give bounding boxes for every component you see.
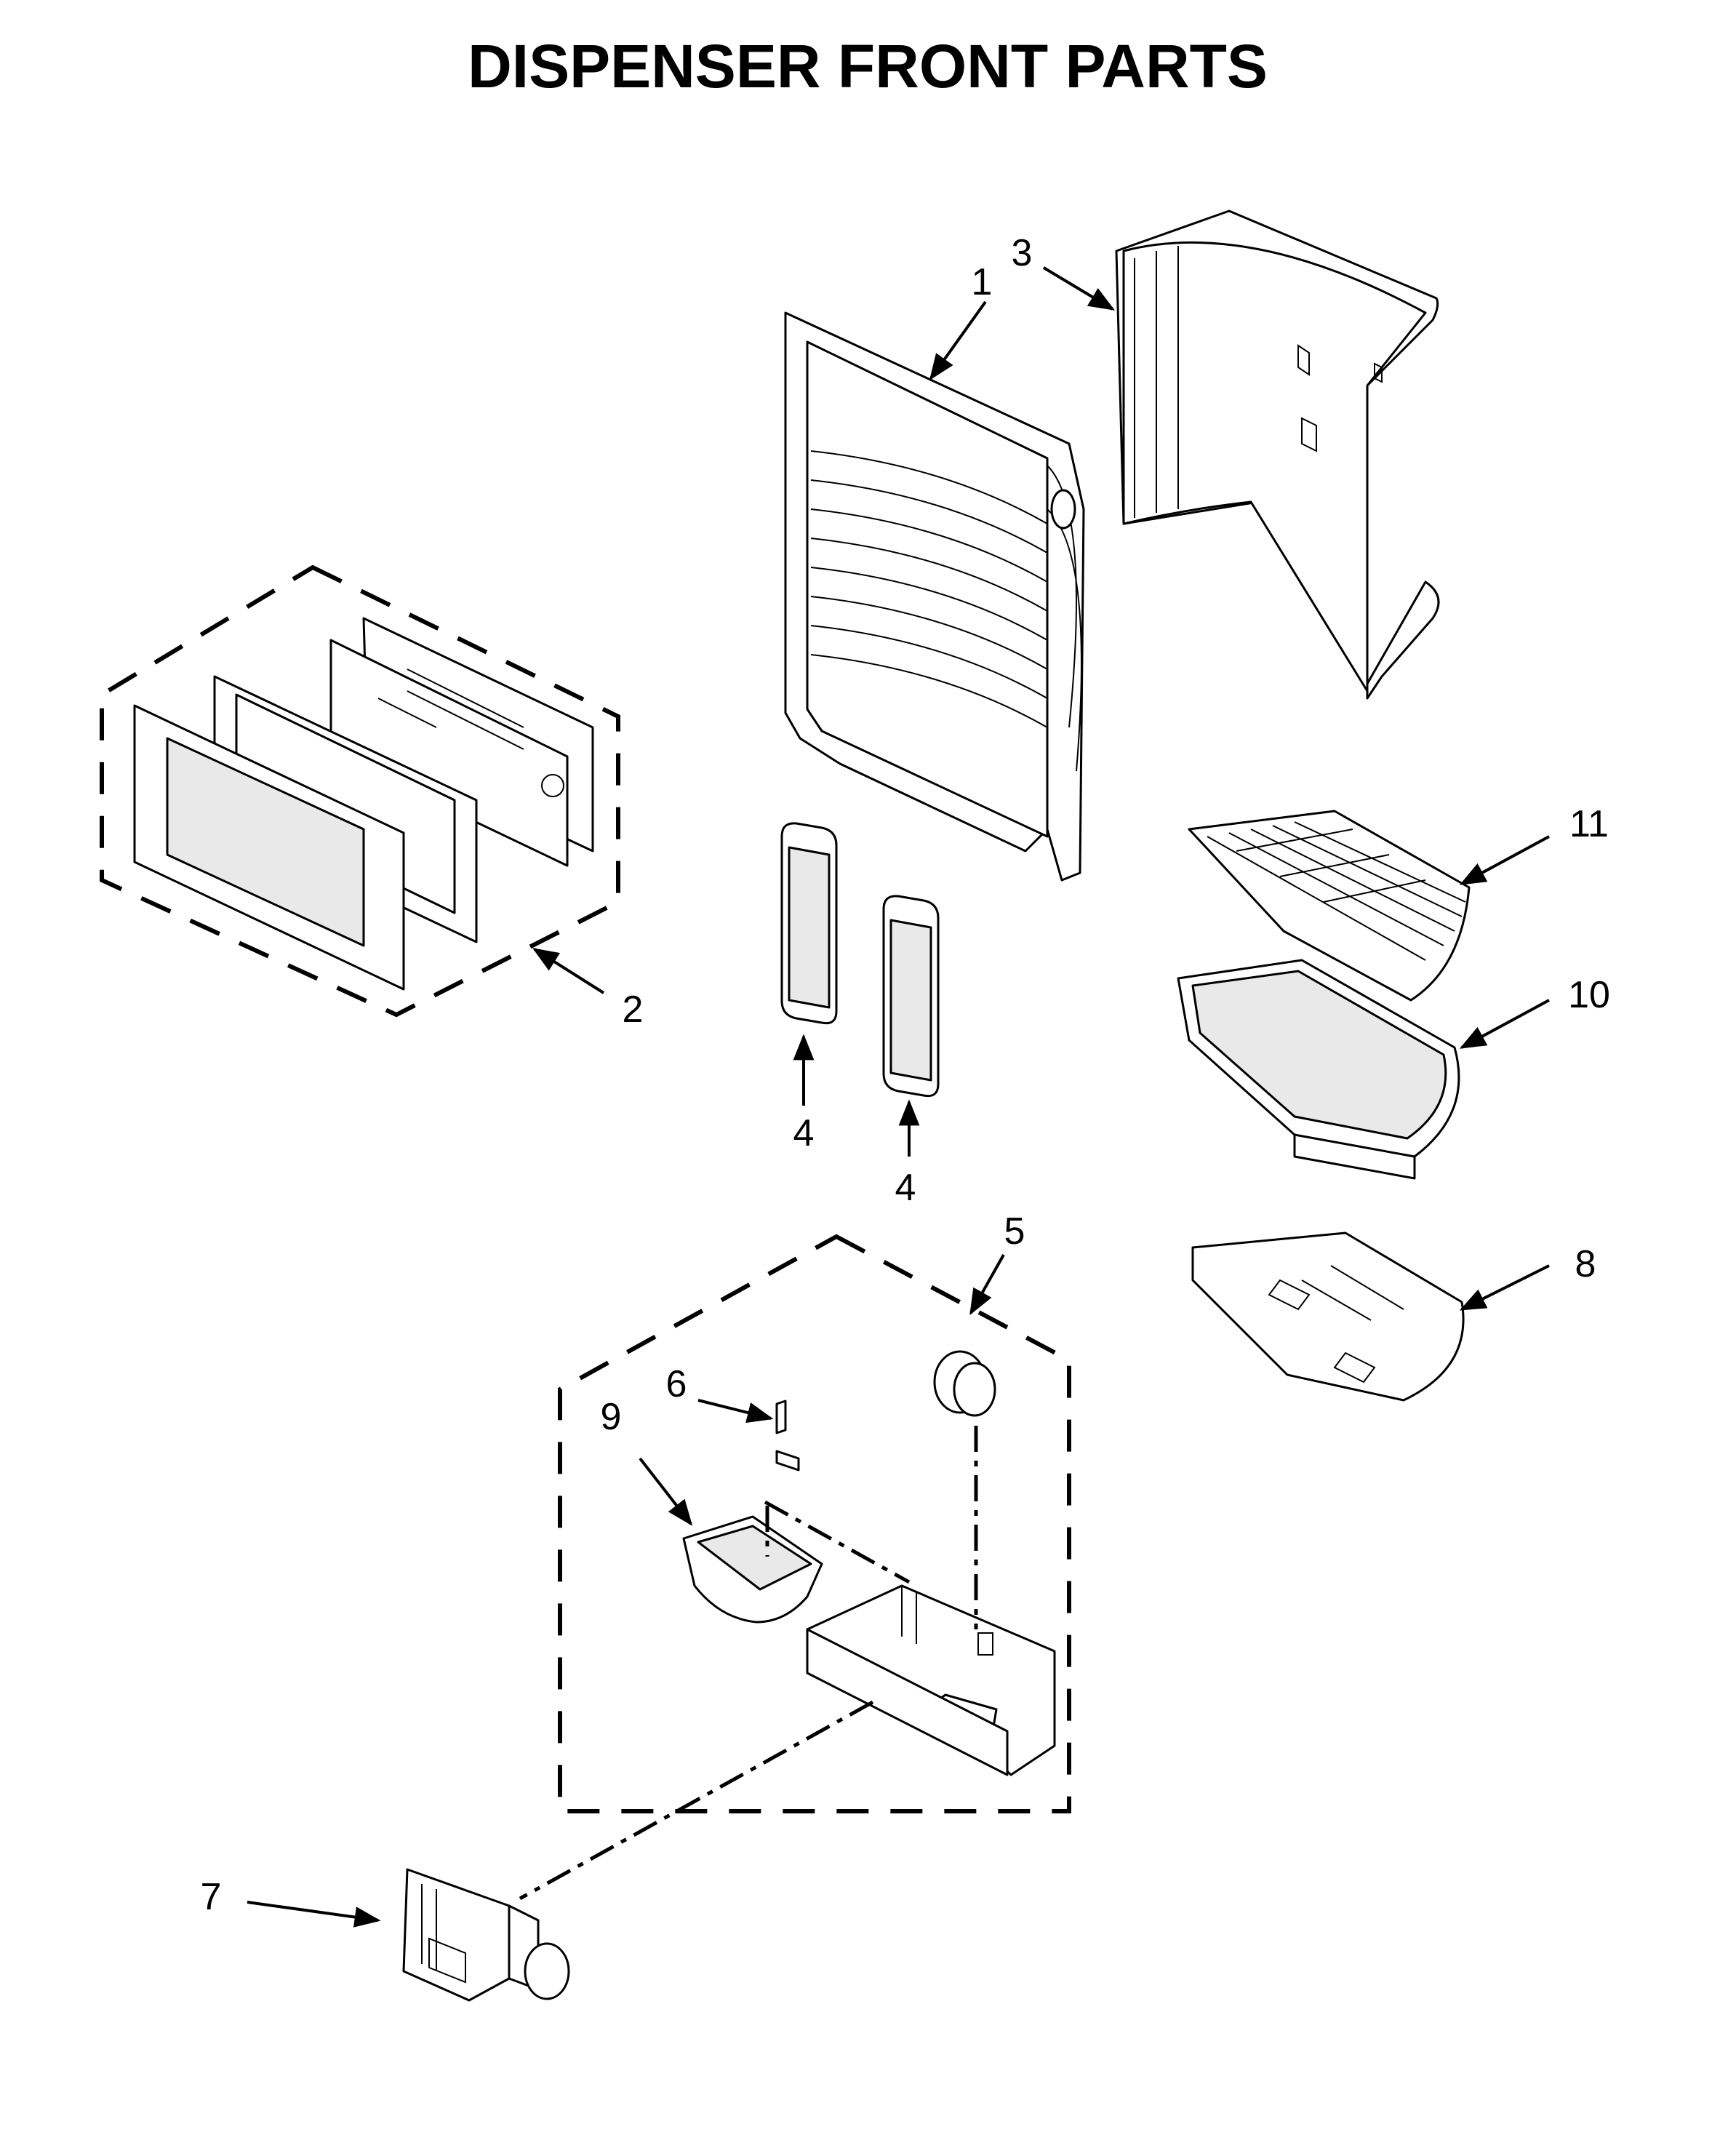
callout-5: 5: [1004, 1210, 1025, 1253]
callout-4-left: 4: [793, 1112, 815, 1154]
callout-6: 6: [666, 1363, 687, 1405]
part-6-switch: [775, 1400, 800, 1472]
callout-10: 10: [1568, 974, 1610, 1016]
part-1-dispenser-housing: [784, 311, 1085, 882]
callout-8: 8: [1575, 1243, 1596, 1285]
part-5-dispenser-module: [558, 1234, 1071, 1813]
part-8-tray-support: [1191, 1231, 1465, 1402]
assembly-lines: [519, 1426, 978, 1901]
part-3-curved-panel: [1115, 209, 1440, 700]
callout-labels: 1 2 3 4 4 5 6 7 8 9 10 11: [201, 232, 1610, 1918]
part-4-pad-left: [780, 822, 838, 1025]
leader-arrows: [247, 266, 1550, 1928]
callout-4-right: 4: [895, 1167, 916, 1209]
part-4-pad-right: [882, 895, 940, 1098]
callout-2: 2: [623, 989, 644, 1031]
part-9-funnel: [682, 1515, 823, 1624]
part-2-control-assembly: [100, 564, 620, 1018]
callout-7: 7: [201, 1876, 222, 1918]
part-10-drip-tray: [1177, 959, 1460, 1180]
callout-9: 9: [601, 1396, 622, 1438]
part-11-grille: [1188, 810, 1471, 1002]
callout-3: 3: [1012, 232, 1033, 274]
page-title: DISPENSER FRONT PARTS: [468, 32, 1268, 100]
part-7-actuator: [402, 1868, 570, 2002]
callout-11: 11: [1569, 803, 1609, 845]
motor-knob: [933, 1350, 996, 1417]
callout-1: 1: [972, 261, 993, 303]
